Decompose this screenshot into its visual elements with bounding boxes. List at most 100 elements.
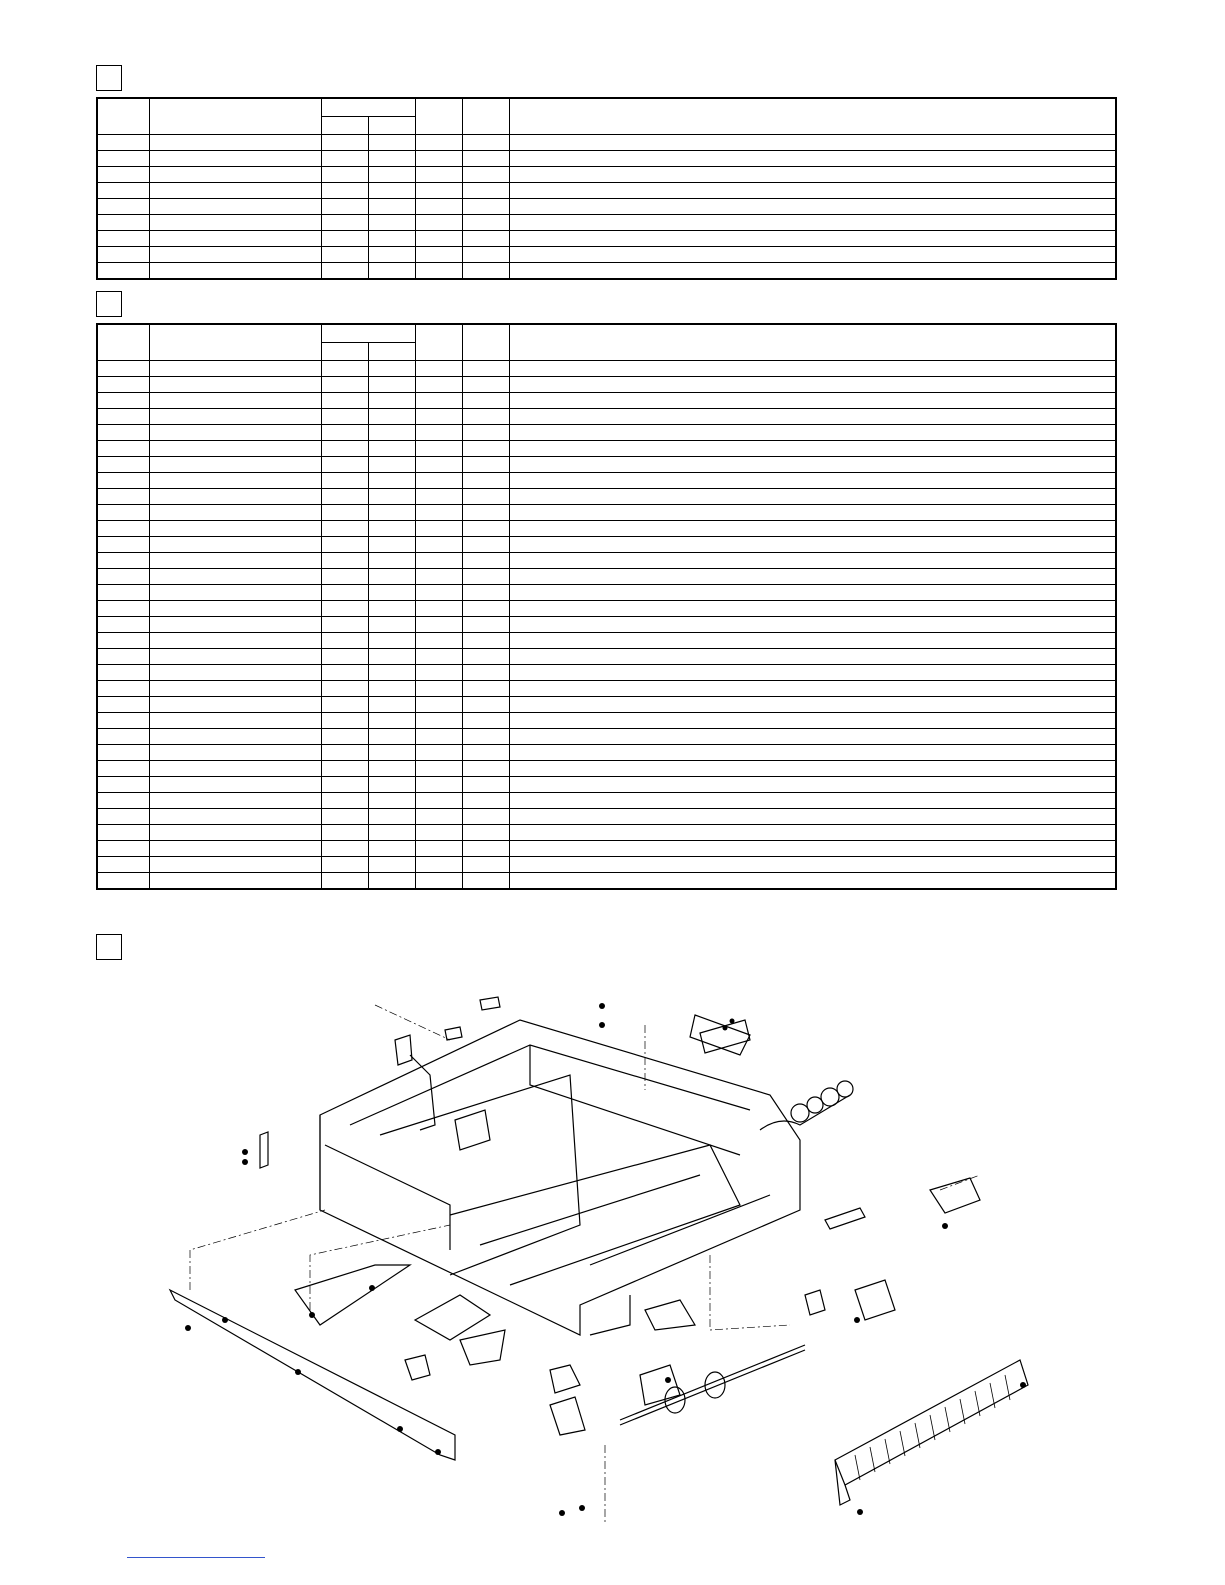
table-b-cell (461, 440, 510, 457)
table-b-cell (508, 360, 1117, 377)
table-row (96, 616, 1117, 633)
table-a-cell (367, 182, 416, 199)
table-b-cell (320, 744, 369, 761)
table-b-cell (148, 440, 322, 457)
table-a-cell (367, 166, 416, 183)
table-b-cell (461, 424, 510, 441)
table-b-cell (320, 376, 369, 393)
table-b-cell (320, 568, 369, 585)
table-b-cell (96, 872, 150, 890)
table-b-cell (96, 568, 150, 585)
table-b-cell (508, 536, 1117, 553)
table-b-cell (414, 408, 463, 425)
table-a-cell (320, 182, 369, 199)
table-a-cell (414, 262, 463, 280)
table-a-cell (320, 166, 369, 183)
table-b-cell (96, 632, 150, 649)
table-b-cell (96, 552, 150, 569)
table-a-cell (414, 214, 463, 231)
table-b-cell (508, 616, 1117, 633)
table-b-cell (96, 712, 150, 729)
table-a-cell (96, 198, 150, 215)
table-row (96, 182, 1117, 199)
table-b-cell (320, 728, 369, 745)
table-row (96, 504, 1117, 521)
table-b-cell (320, 616, 369, 633)
section-marker-b (96, 291, 122, 317)
table-a-cell (461, 198, 510, 215)
table-row (96, 424, 1117, 441)
table-b-cell (461, 360, 510, 377)
table-b-cell (367, 520, 416, 537)
table-row (96, 552, 1117, 569)
table-row (96, 872, 1117, 890)
table-b-cell (367, 840, 416, 857)
table-b-cell (148, 664, 322, 681)
table-b-cell (461, 696, 510, 713)
table-a-cell (508, 246, 1117, 263)
table-b-cell (148, 872, 322, 890)
table-b-cell (461, 536, 510, 553)
table-a-cell (414, 198, 463, 215)
table-b-cell (148, 680, 322, 697)
table-b-cell (320, 664, 369, 681)
table-b-cell (148, 472, 322, 489)
table-b-cell (414, 504, 463, 521)
table-b-cell (96, 744, 150, 761)
table-b-cell (461, 392, 510, 409)
table-b-cell (367, 392, 416, 409)
table-row (96, 600, 1117, 617)
table-b-cell (148, 744, 322, 761)
table-b-cell (461, 856, 510, 873)
table-b-cell (414, 776, 463, 793)
table-b-cell (367, 792, 416, 809)
table-b-cell (508, 792, 1117, 809)
table-b-cell (320, 632, 369, 649)
table-a-cell (367, 230, 416, 247)
table-b-cell (320, 696, 369, 713)
table-b-cell (461, 520, 510, 537)
table-b-cell (320, 440, 369, 457)
table-b-cell (148, 648, 322, 665)
table-b-cell (367, 760, 416, 777)
table-b-cell (461, 728, 510, 745)
table-a-cell (461, 166, 510, 183)
table-b-cell (414, 488, 463, 505)
table-b-cell (461, 648, 510, 665)
table-b-cell (96, 776, 150, 793)
table-b-cell (508, 840, 1117, 857)
table-b-cell (508, 776, 1117, 793)
table-row (96, 392, 1117, 409)
table-row (96, 488, 1117, 505)
table-b-cell (148, 584, 322, 601)
table-b-cell (148, 712, 322, 729)
table-b-cell (148, 728, 322, 745)
table-b-cell (508, 696, 1117, 713)
table-a-cell (508, 262, 1117, 280)
table-b-cell (461, 488, 510, 505)
table-a-cell (461, 182, 510, 199)
table-b-cell (414, 456, 463, 473)
table-b-cell (414, 392, 463, 409)
table-a-cell (148, 198, 322, 215)
table-b-cell (414, 648, 463, 665)
table-b-cell (320, 856, 369, 873)
table-row (96, 166, 1117, 183)
table-b-cell (96, 760, 150, 777)
table-b-cell (508, 664, 1117, 681)
table-b-cell (96, 424, 150, 441)
table-b-cell (414, 536, 463, 553)
table-row (96, 760, 1117, 777)
table-b-cell (96, 584, 150, 601)
table-b-cell (461, 504, 510, 521)
table-a-cell (320, 230, 369, 247)
table-a-cell (148, 150, 322, 167)
table-b-cell (414, 856, 463, 873)
table-a-cell (414, 230, 463, 247)
table-a-cell (508, 230, 1117, 247)
table-b-cell (96, 728, 150, 745)
table-b-cell (461, 760, 510, 777)
table-b-cell (320, 600, 369, 617)
table-b-cell (96, 504, 150, 521)
table-b-cell (367, 440, 416, 457)
